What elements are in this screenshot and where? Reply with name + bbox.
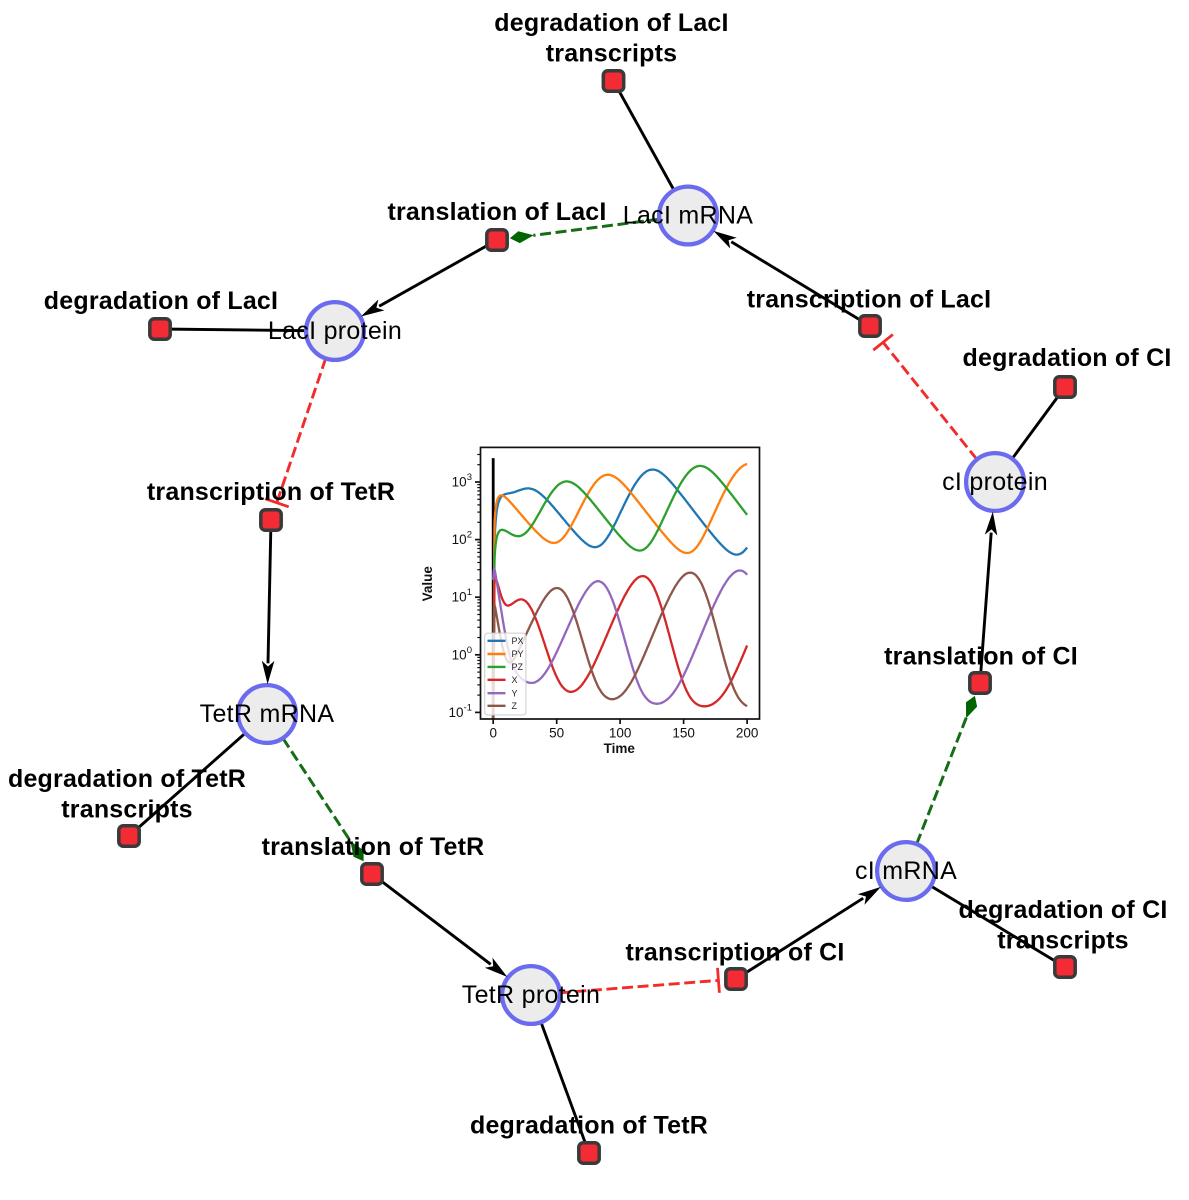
svg-text:Z: Z bbox=[512, 701, 518, 711]
svg-text:102: 102 bbox=[452, 530, 472, 548]
svg-text:degradation of CI: degradation of CI bbox=[959, 896, 1168, 924]
svg-text:degradation of CI: degradation of CI bbox=[963, 344, 1172, 372]
svg-text:cI protein: cI protein bbox=[942, 468, 1048, 496]
svg-text:translation of CI: translation of CI bbox=[884, 643, 1078, 671]
svg-text:Value: Value bbox=[420, 566, 435, 602]
svg-text:PX: PX bbox=[512, 636, 524, 646]
svg-text:50: 50 bbox=[549, 726, 564, 741]
svg-text:LacI protein: LacI protein bbox=[268, 317, 402, 345]
svg-text:Y: Y bbox=[512, 688, 518, 698]
svg-text:degradation of TetR: degradation of TetR bbox=[8, 765, 246, 793]
svg-text:150: 150 bbox=[672, 726, 695, 741]
svg-text:transcripts: transcripts bbox=[997, 927, 1128, 955]
svg-text:PY: PY bbox=[512, 649, 524, 659]
svg-text:transcription of CI: transcription of CI bbox=[625, 939, 844, 967]
svg-text:100: 100 bbox=[609, 726, 632, 741]
svg-text:translation of TetR: translation of TetR bbox=[262, 833, 485, 861]
svg-text:degradation of LacI: degradation of LacI bbox=[44, 287, 278, 315]
svg-text:TetR protein: TetR protein bbox=[462, 981, 600, 1009]
svg-text:translation of LacI: translation of LacI bbox=[387, 198, 606, 226]
svg-text:transcripts: transcripts bbox=[546, 40, 677, 68]
svg-text:degradation of LacI: degradation of LacI bbox=[494, 9, 728, 37]
svg-text:TetR mRNA: TetR mRNA bbox=[200, 700, 335, 728]
svg-text:degradation of TetR: degradation of TetR bbox=[470, 1112, 708, 1140]
svg-text:0: 0 bbox=[489, 726, 497, 741]
svg-text:LacI mRNA: LacI mRNA bbox=[623, 202, 754, 230]
svg-text:X: X bbox=[512, 675, 518, 685]
svg-text:transcripts: transcripts bbox=[61, 796, 192, 824]
svg-text:101: 101 bbox=[452, 587, 472, 605]
svg-text:cI mRNA: cI mRNA bbox=[855, 857, 957, 885]
svg-text:transcription of TetR: transcription of TetR bbox=[147, 478, 395, 506]
svg-text:10-1: 10-1 bbox=[449, 702, 472, 720]
svg-text:Time: Time bbox=[604, 741, 636, 756]
svg-text:200: 200 bbox=[736, 726, 759, 741]
svg-text:transcription of LacI: transcription of LacI bbox=[747, 286, 992, 314]
svg-text:PZ: PZ bbox=[512, 662, 524, 672]
svg-text:100: 100 bbox=[452, 645, 472, 663]
svg-text:103: 103 bbox=[452, 472, 472, 490]
